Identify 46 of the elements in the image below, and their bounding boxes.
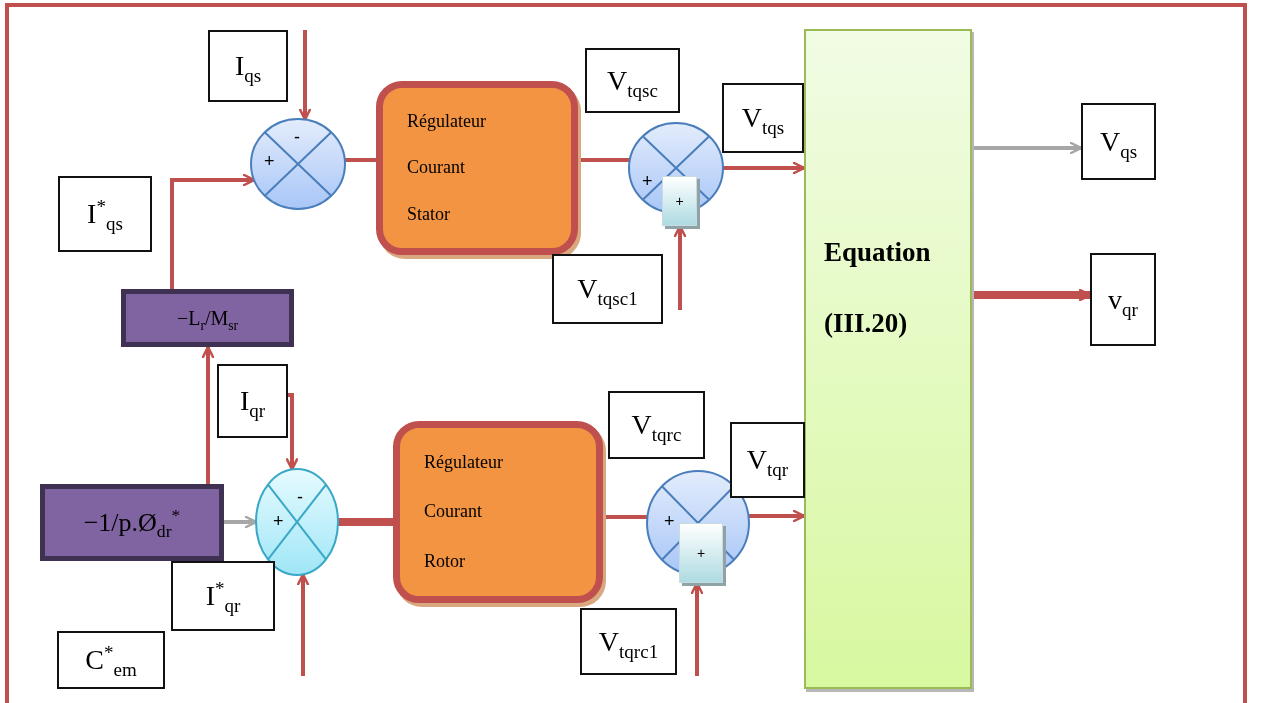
block-label: (III.20) — [824, 308, 908, 339]
sign-tab — [662, 176, 697, 226]
block-label: Courant — [424, 501, 483, 523]
signal-arrow — [201, 345, 215, 484]
sign-label: + — [264, 152, 275, 170]
block-label: Stator — [407, 204, 451, 226]
signal-box — [730, 422, 805, 498]
signal-box — [585, 48, 680, 113]
signal-arrow — [298, 30, 312, 121]
block-label: Courant — [407, 157, 466, 179]
signal-box — [1081, 103, 1156, 180]
summing-junction — [255, 468, 339, 576]
gain-block — [40, 484, 224, 561]
signal-box — [722, 83, 804, 153]
signal-box — [1090, 253, 1156, 346]
sign-label: + — [696, 545, 706, 561]
signal-arrow — [972, 141, 1083, 155]
gain-block — [121, 289, 294, 347]
sign-label: + — [664, 512, 675, 530]
signal-arrow — [170, 173, 256, 289]
equation-block — [804, 29, 972, 689]
sign-label: - — [294, 128, 300, 146]
signal-arrow — [285, 393, 299, 471]
block-label: Régulateur — [424, 452, 504, 474]
signal-box — [608, 391, 705, 459]
signal-box — [58, 176, 152, 252]
signal-box — [217, 364, 288, 438]
signal-box — [208, 30, 288, 102]
signal-box — [552, 254, 663, 324]
block-label: Régulateur — [407, 110, 487, 132]
signal-arrow — [723, 161, 806, 175]
sign-tab — [679, 523, 723, 583]
sign-label: + — [642, 172, 653, 190]
block-label: Equation — [824, 237, 931, 268]
signal-arrow — [296, 573, 310, 676]
gain-label: −L$_{r}$/M$_{sr}$ — [176, 306, 239, 330]
signal-box — [57, 631, 165, 689]
block-label: Rotor — [424, 550, 466, 572]
signal-box — [580, 608, 677, 675]
sign-label: - — [297, 488, 303, 506]
sign-label: + — [675, 193, 684, 209]
signal-arrow — [972, 288, 1092, 302]
sign-label: + — [273, 512, 284, 530]
summing-junction — [250, 118, 346, 210]
signal-box — [171, 561, 275, 631]
signal-arrow — [748, 509, 806, 523]
